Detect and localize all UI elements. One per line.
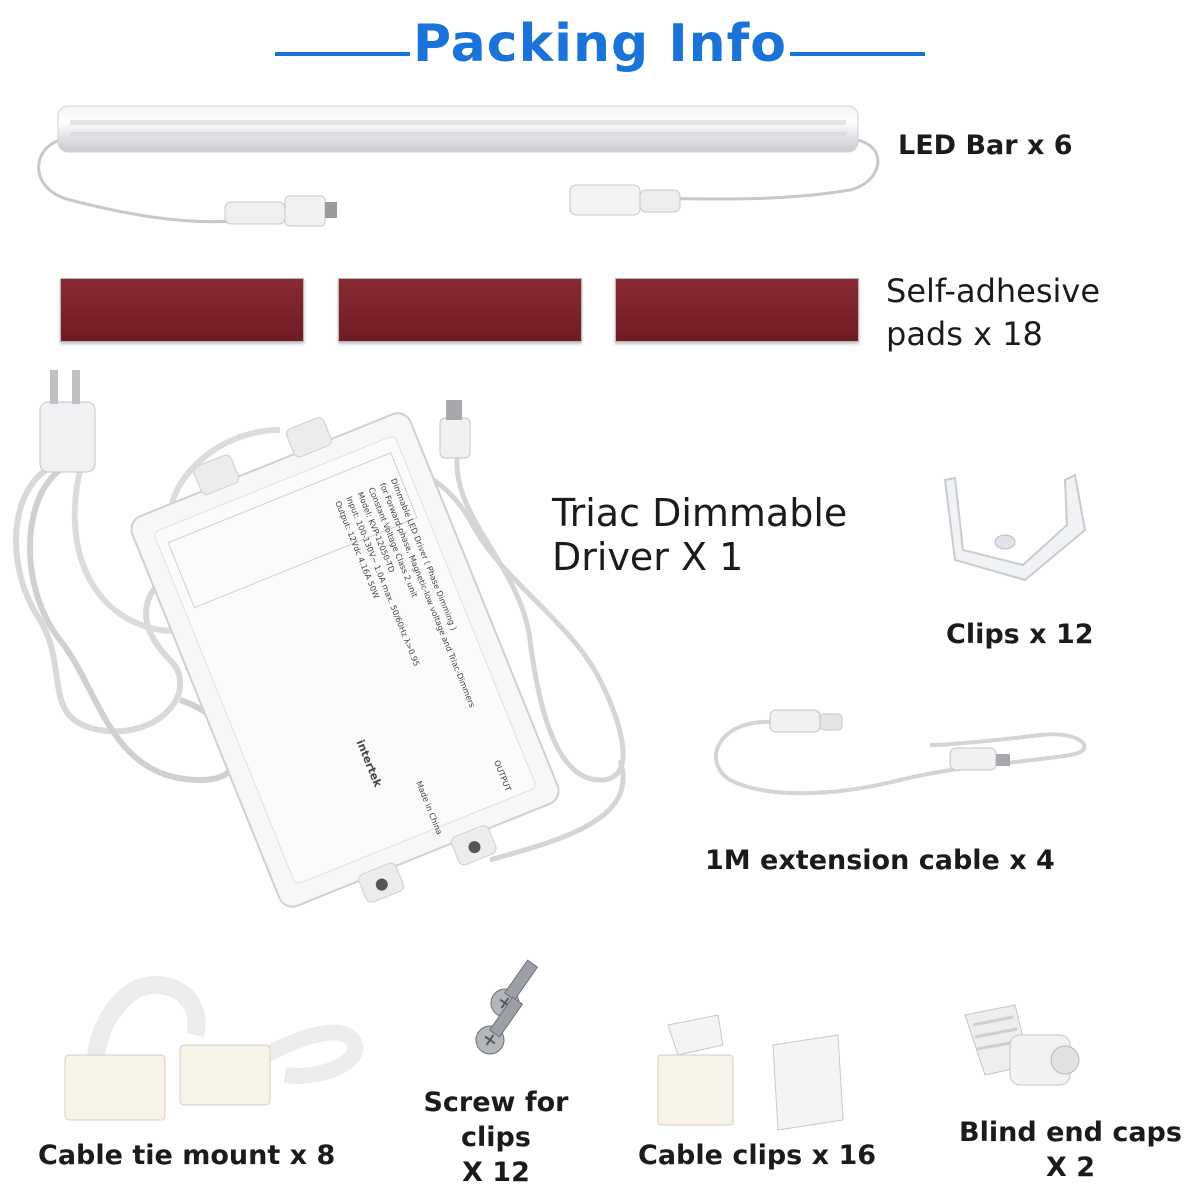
adhesive-pad-2 xyxy=(338,278,582,342)
screws-image xyxy=(475,959,539,1055)
extension-label: 1M extension cable x 4 xyxy=(705,845,1055,876)
adhesive-pad-3 xyxy=(615,278,859,342)
driver-label: Triac Dimmable Driver X 1 xyxy=(552,491,848,579)
end-caps-label-line1: Blind end caps xyxy=(959,1117,1182,1148)
pads-label-line2: pads x 18 xyxy=(886,315,1043,354)
title-rule-left xyxy=(275,52,410,56)
title-rule-right xyxy=(790,52,925,56)
led-bar-label: LED Bar x 6 xyxy=(898,130,1073,161)
clip-image xyxy=(943,473,1087,582)
driver-label-line1: Triac Dimmable xyxy=(552,491,848,535)
cable-tie-mount-image xyxy=(64,976,364,1121)
end-caps-image xyxy=(964,1004,1080,1086)
extension-cable-image xyxy=(713,709,1087,796)
screws-label-line1: Screw for clips xyxy=(423,1087,569,1154)
pads-label: Self-adhesive pads x 18 xyxy=(886,270,1100,356)
cable-clips-label: Cable clips x 16 xyxy=(638,1140,877,1171)
driver-image: Dimmable LED Driver ( Phase Dimming ) fo… xyxy=(13,370,626,908)
clips-label: Clips x 12 xyxy=(946,619,1094,650)
cable-tie-label: Cable tie mount x 8 xyxy=(38,1140,336,1171)
led-bar-image xyxy=(37,105,880,227)
driver-label-line2: Driver X 1 xyxy=(552,534,744,579)
cable-clips-image xyxy=(657,1014,844,1131)
screws-label: Screw for clips X 12 xyxy=(386,1085,606,1190)
end-caps-label-line2: X 2 xyxy=(1045,1152,1095,1184)
pads-label-line1: Self-adhesive xyxy=(886,272,1101,310)
end-caps-label: Blind end caps X 2 xyxy=(958,1115,1183,1185)
screws-label-line2: X 12 xyxy=(462,1157,530,1189)
page-title: Packing Info xyxy=(412,14,788,74)
adhesive-pad-1 xyxy=(60,278,304,342)
